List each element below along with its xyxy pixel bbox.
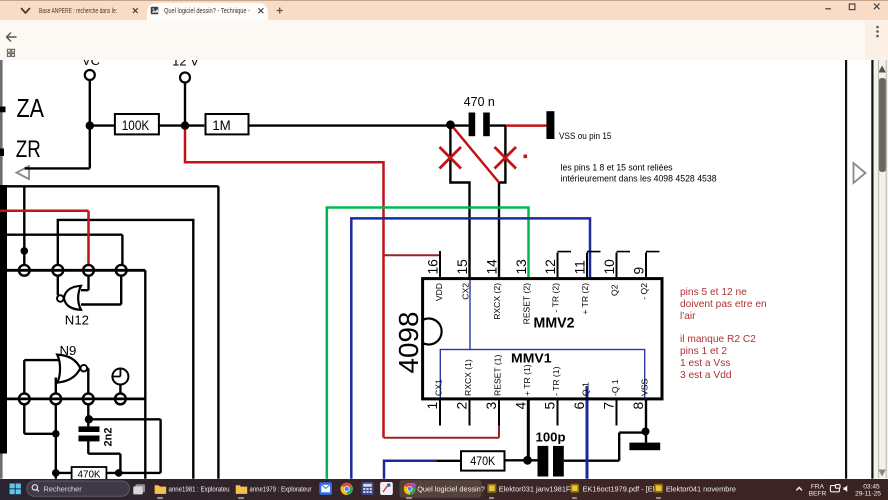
svg-text:ZR: ZR: [16, 136, 41, 163]
svg-text:3: 3: [484, 402, 499, 410]
svg-text:470K: 470K: [470, 454, 495, 468]
svg-text:MMV1: MMV1: [511, 352, 552, 366]
svg-text:-Q 1: -Q 1: [610, 379, 620, 396]
svg-text:10: 10: [602, 259, 617, 275]
svg-text:N12: N12: [65, 313, 89, 328]
svg-text:3 est a Vdd: 3 est a Vdd: [680, 370, 732, 381]
svg-text:- TR (1): - TR (1): [551, 366, 561, 396]
svg-text:2n2: 2n2: [103, 428, 115, 447]
svg-text:Quel logiciel dessin? - Techni: Quel logiciel dessin? - Technique -: [164, 6, 250, 15]
svg-text:- Q2: - Q2: [639, 283, 649, 300]
svg-text:FRA: FRA: [811, 483, 825, 490]
svg-text:CX1: CX1: [434, 379, 444, 396]
svg-text:470 n: 470 n: [464, 94, 495, 109]
svg-text:03:45: 03:45: [863, 483, 880, 490]
svg-text:9: 9: [632, 267, 647, 275]
svg-text:100K: 100K: [122, 117, 150, 133]
svg-text:100p: 100p: [536, 430, 566, 445]
svg-text:470K: 470K: [78, 469, 101, 480]
svg-text:12: 12: [543, 259, 558, 274]
svg-text:29-11-25: 29-11-25: [855, 490, 881, 497]
svg-text:Elektor031 janv1981FF: Elektor031 janv1981FF: [499, 484, 576, 493]
svg-text:RESET (2): RESET (2): [522, 283, 532, 325]
svg-text:12 V: 12 V: [172, 60, 199, 69]
svg-text:Base ANPERE : recherche dans l: Base ANPERE : recherche dans le:: [39, 6, 117, 15]
svg-text:- TR (2): - TR (2): [551, 283, 561, 313]
svg-text:8: 8: [631, 402, 646, 410]
svg-text:CX2: CX2: [460, 283, 470, 300]
svg-text:7: 7: [602, 402, 617, 410]
svg-text:13: 13: [514, 259, 529, 275]
svg-text:MMV2: MMV2: [534, 316, 575, 332]
svg-text:VDD: VDD: [434, 283, 444, 301]
svg-text:15: 15: [455, 259, 470, 275]
svg-text:anne1979 : Explorateur: anne1979 : Explorateur: [250, 484, 312, 493]
svg-text:Q 1: Q 1: [581, 382, 591, 396]
svg-text:Elektor041 novembre: Elektor041 novembre: [666, 484, 736, 493]
svg-text:RESET (1): RESET (1): [493, 354, 503, 396]
svg-text:+ TR (2): + TR (2): [580, 283, 590, 315]
svg-text:1M: 1M: [212, 117, 231, 133]
svg-text:intérieurement dans les 4098 4: intérieurement dans les 4098 4528 4538: [561, 174, 717, 184]
svg-text:N9: N9: [60, 343, 77, 358]
svg-text:1 est a Vss: 1 est a Vss: [680, 358, 730, 369]
svg-text:RXCX (2): RXCX (2): [492, 283, 502, 320]
svg-text:4098: 4098: [393, 312, 424, 374]
svg-text:pins 5 et 12 ne: pins 5 et 12 ne: [680, 287, 747, 298]
svg-text:EK16oct1979.pdf - [El: EK16oct1979.pdf - [El: [583, 484, 655, 493]
svg-text:1: 1: [425, 402, 440, 410]
svg-text:4: 4: [514, 402, 529, 410]
svg-text:6: 6: [572, 402, 587, 410]
svg-text:2: 2: [455, 402, 470, 410]
svg-text:+ TR (1): + TR (1): [522, 364, 532, 396]
svg-text:l'air: l'air: [680, 311, 696, 322]
svg-text:les pins 1 8 et 15 sont reliée: les pins 1 8 et 15 sont reliées: [561, 163, 673, 173]
svg-text:ZA: ZA: [17, 93, 45, 123]
svg-text:il manque R2 C2: il manque R2 C2: [680, 334, 756, 345]
svg-text:BEFR: BEFR: [809, 490, 827, 497]
svg-text:14: 14: [485, 259, 500, 275]
svg-text:Q2: Q2: [610, 284, 620, 296]
svg-text:Quel logiciel dessin?: Quel logiciel dessin?: [417, 484, 485, 493]
svg-text:RXCX (1): RXCX (1): [463, 359, 473, 396]
svg-text:VC: VC: [82, 60, 100, 68]
svg-text:VSS ou pin 15: VSS ou pin 15: [559, 131, 612, 141]
svg-text:anne1981 : Explorateu: anne1981 : Explorateu: [169, 484, 230, 493]
svg-text:pins 1 et 2: pins 1 et 2: [680, 346, 727, 357]
svg-text:Rechercher: Rechercher: [44, 484, 83, 493]
svg-text:11: 11: [573, 260, 588, 274]
svg-text:5: 5: [543, 402, 558, 410]
svg-text:VSS: VSS: [640, 379, 650, 396]
svg-text:16: 16: [426, 259, 441, 275]
svg-text:doivent pas etre en: doivent pas etre en: [680, 299, 767, 310]
